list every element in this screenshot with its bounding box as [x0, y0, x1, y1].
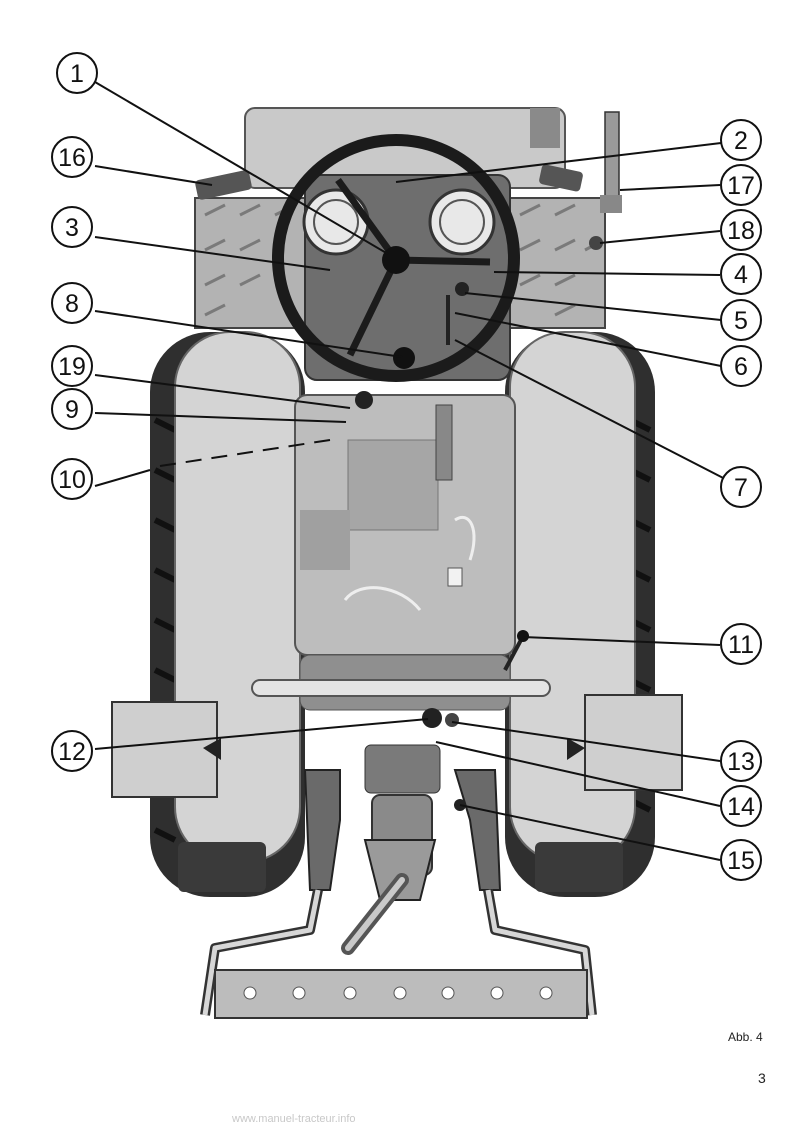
- callout-19: 19: [51, 345, 93, 387]
- callout-9-label: 9: [65, 396, 79, 424]
- callout-2: 2: [720, 119, 762, 161]
- callout-11: 11: [720, 623, 762, 665]
- tractor-photo: [111, 107, 683, 1019]
- leader-lines: [94, 81, 732, 861]
- callout-4-label: 4: [734, 261, 748, 289]
- callout-17: 17: [720, 164, 762, 206]
- callout-13-label: 13: [727, 748, 755, 776]
- callout-3-label: 3: [65, 214, 79, 242]
- callout-15-label: 15: [727, 847, 755, 875]
- callout-1: 1: [56, 52, 98, 94]
- callout-1-label: 1: [70, 60, 84, 88]
- callout-6: 6: [720, 345, 762, 387]
- callout-18: 18: [720, 209, 762, 251]
- callout-4: 4: [720, 253, 762, 295]
- callout-5-label: 5: [734, 307, 748, 335]
- callout-8-label: 8: [65, 290, 79, 318]
- page-number: 3: [758, 1070, 766, 1086]
- callout-9: 9: [51, 388, 93, 430]
- callout-19-label: 19: [58, 353, 86, 381]
- callout-18-label: 18: [727, 217, 755, 245]
- callout-14-label: 14: [727, 793, 755, 821]
- callout-10-label: 10: [58, 466, 86, 494]
- callout-12-label: 12: [58, 738, 86, 766]
- callout-7: 7: [720, 466, 762, 508]
- callout-15: 15: [720, 839, 762, 881]
- callout-17-label: 17: [727, 172, 755, 200]
- callout-14: 14: [720, 785, 762, 827]
- callout-3: 3: [51, 206, 93, 248]
- callout-2-label: 2: [734, 127, 748, 155]
- watermark-url[interactable]: www.manuel-tracteur.info: [232, 1113, 356, 1125]
- callout-13: 13: [720, 740, 762, 782]
- callout-6-label: 6: [734, 353, 748, 381]
- figure-caption: Abb. 4: [728, 1030, 763, 1044]
- callout-7-label: 7: [734, 474, 748, 502]
- callout-5: 5: [720, 299, 762, 341]
- callout-12: 12: [51, 730, 93, 772]
- callout-11-label: 11: [728, 631, 754, 659]
- callout-16-label: 16: [58, 144, 86, 172]
- callout-10: 10: [51, 458, 93, 500]
- callout-8: 8: [51, 282, 93, 324]
- callout-16: 16: [51, 136, 93, 178]
